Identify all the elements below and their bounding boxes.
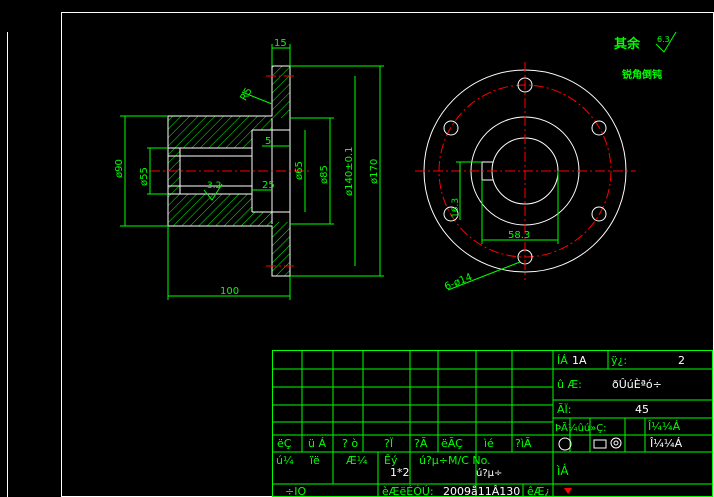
title-block: ÍÁ 1A ÿ¿: 2 û Æ: ðÛúÈªó÷ ÃÏ: 45 ÞÃ¼ûú»Ç:… [272, 350, 713, 497]
tb-row4-value: Î¼¼Á [647, 420, 681, 433]
center-lines [150, 75, 310, 267]
dim-key-h: 16.3 [451, 198, 461, 218]
tb-mat-value: 45 [635, 403, 649, 416]
dim-dia55: ø55 [139, 167, 150, 186]
tb-row4-label: ÞÃ¼ûú»Ç: [555, 421, 607, 434]
tb-row2-1: ïë [309, 454, 320, 467]
tb-date-value: 2009å11Â130 [443, 485, 520, 497]
section-hatching [168, 66, 290, 276]
tb-row2-3: Êý [384, 454, 398, 467]
dim-key-w: 58.3 [508, 230, 530, 241]
tb-side-mark: ìÁ [556, 463, 569, 478]
tb-header-1: ü Á [308, 437, 326, 450]
dim-dia85: ø85 [319, 165, 330, 184]
dimension-text-side: 15 100 5 25 R5 3.2 ø90 ø55 ø65 ø85 ø140±… [114, 38, 380, 297]
tb-symbols [558, 437, 622, 451]
tb-header-0: ëÇ [277, 437, 292, 450]
projection-rect-icon [593, 439, 607, 449]
tb-sheet-label: ÿ¿: [611, 354, 627, 367]
roughness-note-symbol [655, 31, 677, 53]
front-dimensions [447, 161, 559, 291]
section-view: 15 100 5 25 R5 3.2 ø90 ø55 ø65 ø85 ø140±… [114, 38, 384, 300]
surface-notes: 其余 6.3 锐角倒钝 [614, 31, 677, 81]
tb-header-7: ?ìÃ [515, 437, 532, 450]
dim-dia170: ø170 [369, 159, 380, 184]
tb-header-2: ? ò [342, 437, 358, 450]
title-block-text: ÍÁ 1A ÿ¿: 2 û Æ: ðÛúÈªó÷ ÃÏ: 45 ÞÃ¼ûú»Ç:… [276, 354, 685, 497]
tb-name-label: û Æ: [557, 378, 582, 391]
tb-row2-2: Æ¼ [346, 454, 368, 467]
dim-5: 5 [265, 136, 271, 147]
dim-dia90: ø90 [114, 159, 125, 178]
tb-header-3: ?Ï [384, 437, 394, 450]
tb-sheet-value: 2 [678, 354, 685, 367]
dim-3-2: 3.2 [207, 181, 221, 191]
tb-scale-label: ÍÁ [557, 354, 568, 367]
tb-row2-0: ú¼ [276, 454, 294, 467]
tb-header-6: ìé [483, 437, 494, 450]
note-remaining: 其余 [614, 36, 641, 52]
title-block-grid [272, 350, 713, 497]
dim-dia140: ø140±0.1 [344, 147, 355, 197]
dimension-lines [120, 44, 384, 300]
projection-target-icon [610, 437, 622, 449]
tb-name-value: ðÛúÈªó÷ [612, 378, 662, 391]
dim-dia65: ø65 [294, 161, 305, 180]
tb-row2-4: ú?µ÷M/C No. [419, 454, 491, 467]
dim-100: 100 [220, 286, 239, 297]
tb-bottom-tag: êÆ¿ [527, 485, 550, 497]
tb-row5-value: Î¼¼Á [649, 437, 683, 450]
dim-25: 25 [262, 180, 275, 191]
bolt-holes [443, 77, 607, 265]
dim-15: 15 [274, 38, 287, 49]
warning-icon [564, 488, 572, 494]
tb-header-5: ëÃÇ [441, 437, 463, 450]
roughness-symbol [203, 183, 223, 201]
tb-header-4: ?Ã [414, 437, 428, 450]
front-center-lines [415, 62, 636, 280]
tb-mat-label: ÃÏ: [557, 403, 571, 416]
projection-circle-icon [558, 437, 572, 451]
tb-bottom-left: ÷IO [285, 485, 306, 497]
tb-val-do: ú?µ÷ [476, 467, 502, 479]
note-remaining-sym: 6.3 [657, 35, 670, 44]
tb-val-12: 1*2 [390, 466, 410, 479]
tb-date-label: èÆëÉÓÚ: [382, 485, 434, 497]
tb-scale-value: 1A [572, 354, 587, 367]
note-edges: 锐角倒钝 [622, 68, 662, 81]
